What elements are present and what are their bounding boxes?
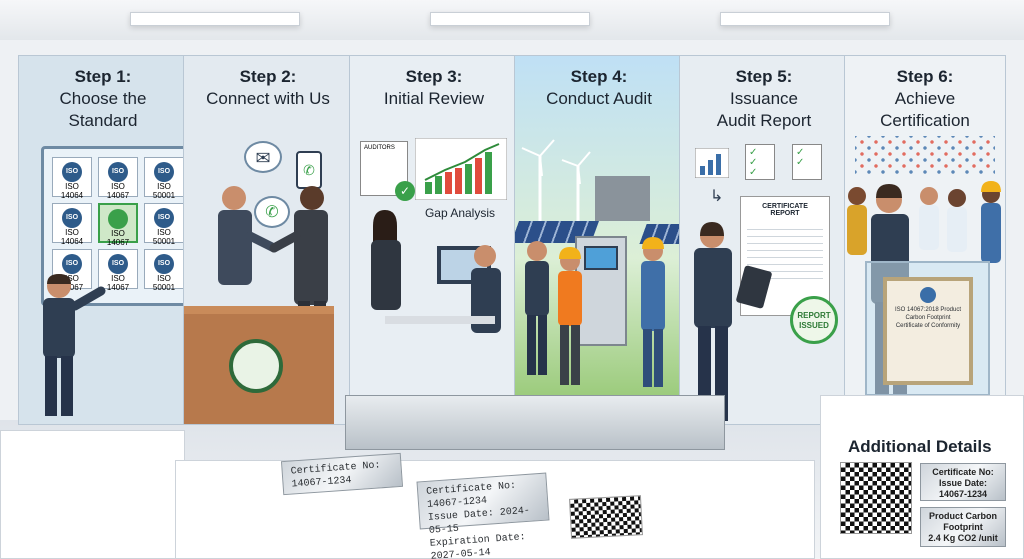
iso-logo-icon: ISO: [154, 254, 174, 274]
step-4-panel: Step 4: Conduct Audit: [514, 55, 684, 425]
ceiling-light: [720, 12, 890, 26]
glass-display-case: ISO 14067:2018 Product Carbon Footprint …: [865, 261, 990, 396]
iso-logo-icon: ISO: [62, 254, 82, 274]
iso-logo-icon: ISO: [108, 162, 128, 182]
step-4-title: Step 4: Conduct Audit: [546, 67, 652, 108]
carbon-footprint-plate: Product Carbon Footprint 2.4 Kg CO2 /uni…: [920, 507, 1006, 547]
reviewers-figures: [371, 210, 501, 333]
qr-code-icon: [840, 462, 912, 534]
reception-desk: [184, 306, 334, 424]
step-6-panel: Step 6: Achieve Certification ISO 14067:…: [844, 55, 1006, 425]
plaque-certificate-dates: Certificate No: 14067-1234 Issue Date: 2…: [416, 472, 550, 559]
ceiling-light: [130, 12, 300, 26]
globe-icon: [108, 209, 128, 229]
auditor-with-tablet-figure: [694, 222, 772, 421]
qr-code-icon: [569, 495, 643, 539]
step-3-title: Step 3: Initial Review: [383, 67, 485, 108]
step-2-title: Step 2: Connect with Us: [206, 67, 330, 108]
step-2-panel: Step 2: Connect with Us ✉ ✆ ✆: [183, 55, 353, 425]
email-icon: ✉: [244, 141, 282, 173]
audit-team-figures: [525, 237, 665, 387]
iso-tile-selected[interactable]: ISO 14067: [98, 203, 138, 247]
iso-logo-icon: ISO: [62, 208, 82, 228]
arrow-right-icon: ↳: [710, 188, 724, 205]
checklist-icon: ✓✓: [792, 144, 822, 180]
step-1-title: Step 1: Choose the Standard: [59, 67, 147, 130]
company-logo-icon: [229, 339, 283, 393]
factory: [595, 176, 650, 221]
additional-details-title: Additional Details: [848, 437, 992, 456]
step-3-panel: Step 3: Initial Review AUDITORS ✓ Gap An…: [349, 55, 519, 425]
report-issued-stamp: REPORT ISSUED: [790, 296, 838, 344]
checklist-icon: ✓✓✓: [745, 144, 775, 180]
step-5-title: Step 5: Issuance Audit Report: [716, 67, 812, 130]
control-screen: [584, 246, 618, 270]
chat-phone-icon: ✆: [254, 196, 290, 228]
confetti: [855, 136, 995, 176]
step-5-panel: Step 5: Issuance Audit Report ✓✓✓ ✓✓ ↳ C…: [679, 55, 849, 425]
wind-turbine-icon: [521, 139, 591, 236]
bar-chart-icon: [695, 148, 729, 178]
auditors-document: AUDITORS ✓: [360, 141, 415, 201]
step-6-title: Step 6: Achieve Certification: [880, 67, 970, 130]
iso-logo-icon: ISO: [108, 254, 128, 274]
framed-certificate: ISO 14067:2018 Product Carbon Footprint …: [883, 277, 973, 385]
certificate-seal-icon: [920, 287, 936, 303]
iso-logo-icon: ISO: [62, 162, 82, 182]
gap-analysis-caption: Gap Analysis: [424, 206, 496, 220]
certificate-info-plate: Certificate No: Issue Date: 14067-1234: [920, 463, 1006, 501]
gap-analysis-chart: [415, 138, 507, 200]
steel-block: [345, 395, 725, 450]
iso-logo-icon: ISO: [154, 208, 174, 228]
iso-logo-icon: ISO: [154, 162, 174, 182]
display-pedestal-left: [0, 430, 185, 559]
businessman-figure: [43, 274, 106, 416]
ceiling-light: [430, 12, 590, 26]
checkmark-icon: ✓: [395, 181, 415, 201]
